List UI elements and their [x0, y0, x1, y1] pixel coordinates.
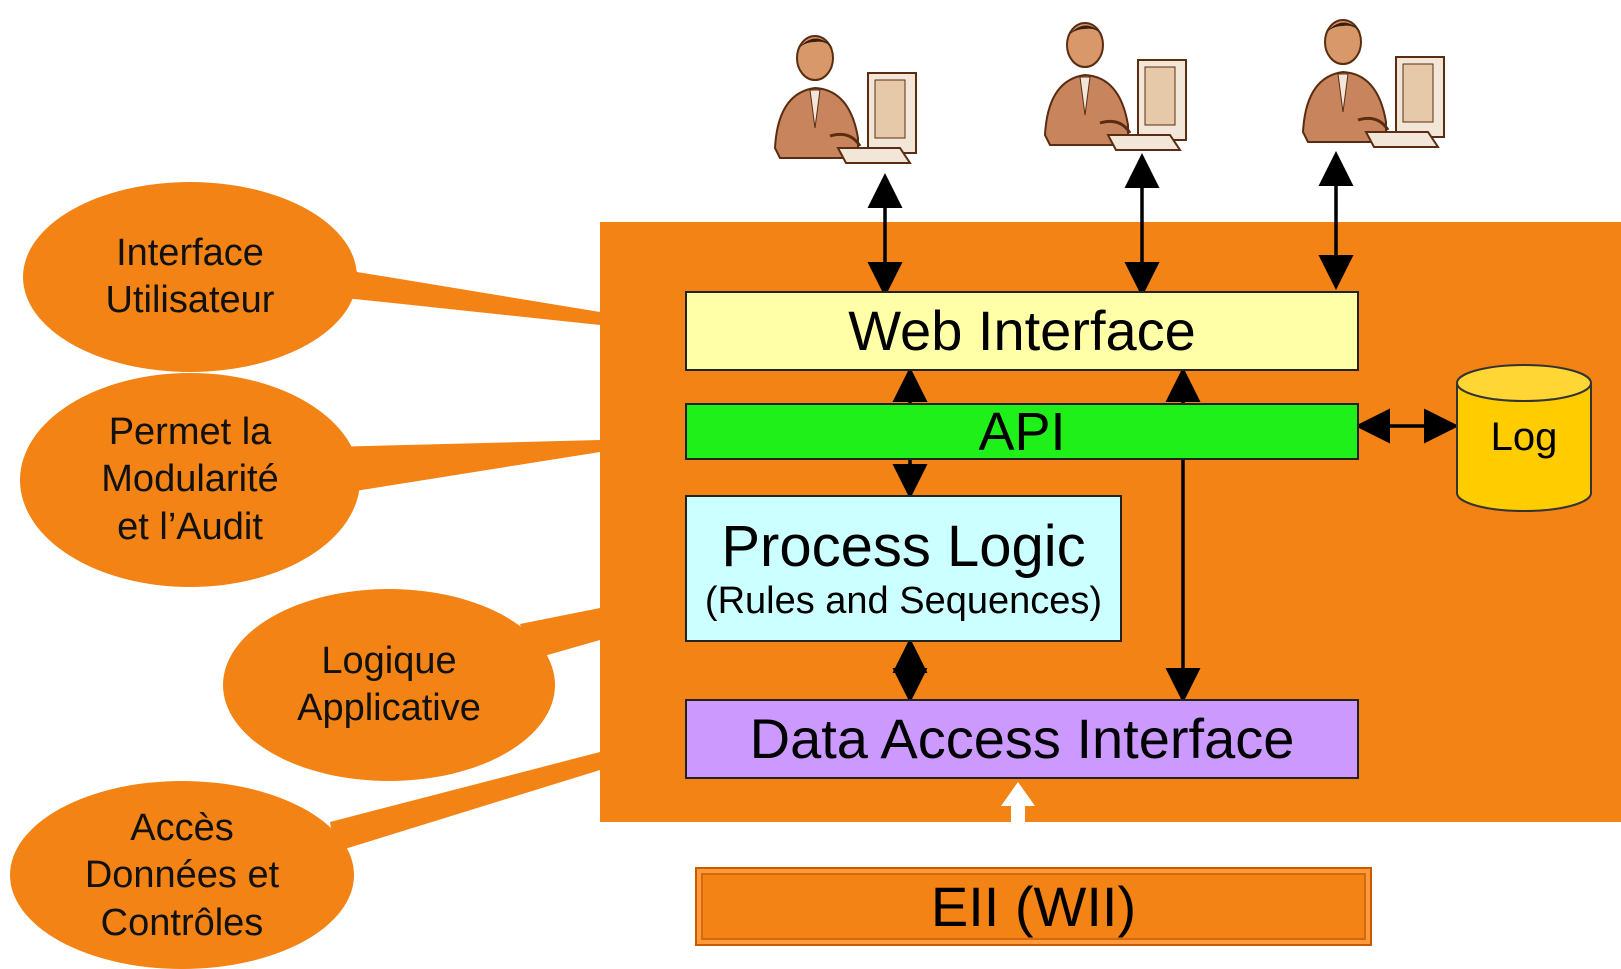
callout-line: Modularité	[101, 458, 279, 501]
web-interface-layer: Web Interface	[685, 291, 1359, 371]
callout-bubble-logique	[223, 589, 600, 781]
callout-line: Utilisateur	[105, 279, 275, 321]
user-at-computer-icon	[1043, 22, 1187, 151]
callout-line: Interface	[116, 231, 264, 274]
callout-line: et l’Audit	[117, 505, 263, 548]
callout-modularite-audit: Permet la Modularité et l’Audit	[30, 400, 350, 560]
callout-bubble-interface	[23, 182, 600, 372]
callout-line: Applicative	[297, 687, 481, 729]
data-access-label: Data Access Interface	[749, 707, 1295, 770]
eii-layer: EII (WII)	[695, 867, 1372, 946]
api-layer: API	[685, 403, 1359, 460]
eii-up-arrow	[1001, 782, 1035, 822]
callout-line: Permet la	[108, 410, 272, 453]
user-at-computer-icon	[1301, 19, 1445, 148]
process-logic-layer: Process Logic (Rules and Sequences)	[685, 495, 1122, 642]
callout-bubble-modularite	[20, 373, 600, 587]
callout-line: Données et	[84, 854, 280, 897]
callout-interface-utilisateur: Interface Utilisateur	[30, 212, 350, 342]
callout-line: Logique	[321, 639, 457, 682]
process-logic-subtitle: (Rules and Sequences)	[704, 579, 1103, 622]
callout-line: Contrôles	[100, 901, 264, 944]
data-access-layer: Data Access Interface	[685, 699, 1359, 779]
callout-acces-donnees: Accès Données et Contrôles	[22, 796, 342, 956]
callout-bubble-acces	[10, 752, 600, 969]
user-3	[1288, 2, 1458, 172]
callout-logique-applicative: Logique Applicative	[229, 620, 549, 750]
eii-label: EII (WII)	[930, 874, 1137, 938]
process-logic-title: Process Logic	[721, 513, 1086, 579]
log-database-icon	[1456, 364, 1592, 512]
user-at-computer-icon	[773, 35, 917, 164]
callout-line: Accès	[130, 806, 234, 849]
log-label: Log	[1490, 415, 1558, 459]
user-2	[1030, 5, 1200, 175]
user-1	[760, 18, 930, 188]
api-label: API	[978, 401, 1066, 462]
web-interface-label: Web Interface	[848, 299, 1196, 362]
